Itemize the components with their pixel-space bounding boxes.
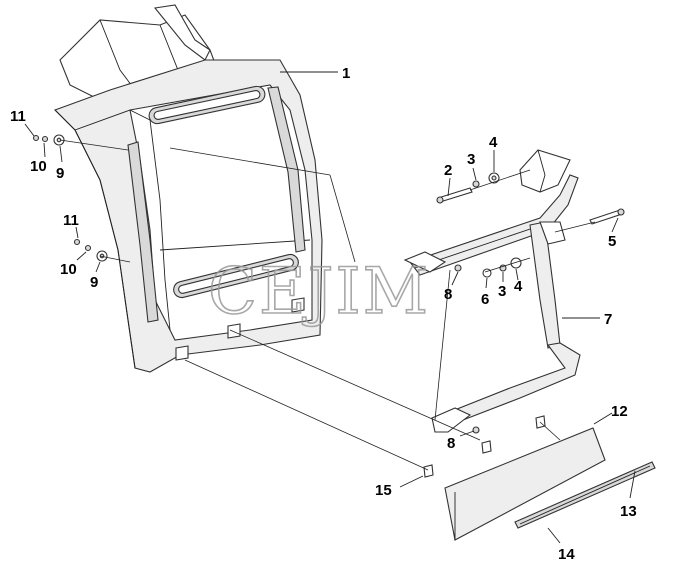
bracket-frame-part-7 [403,149,581,433]
strip-part-13 [514,461,656,529]
callout-2: 2 [444,162,452,179]
callout-14: 14 [558,546,575,563]
callout-1: 1 [342,65,350,82]
callout-labels: 1 11 10 9 11 10 9 2 3 4 5 8 6 3 4 7 8 12… [10,65,637,563]
callout-11-upper: 11 [10,108,26,125]
callout-7: 7 [604,311,612,328]
callout-9-upper: 9 [56,165,64,182]
mudflap-part-12 [444,427,606,541]
fender-part-1 [54,4,323,373]
callout-13: 13 [620,503,637,520]
callout-4-upper: 4 [489,134,498,151]
callout-11-lower: 11 [63,212,79,229]
callout-4-lower: 4 [514,278,523,295]
callout-3-lower: 3 [498,283,506,300]
callout-5: 5 [608,233,616,250]
callout-6: 6 [481,291,489,308]
callout-8-lower: 8 [447,435,455,452]
callout-15: 15 [375,482,392,499]
callout-8-upper: 8 [444,286,452,303]
callout-9-lower: 9 [90,274,98,291]
fastener-group [32,134,625,478]
leader-lines [24,71,636,544]
callout-12: 12 [611,403,628,420]
callout-3-upper: 3 [467,151,475,168]
callout-10-lower: 10 [60,261,77,278]
assembly-lines [59,139,596,471]
watermark: CEJIM [208,255,430,329]
callout-10-upper: 10 [30,158,47,175]
